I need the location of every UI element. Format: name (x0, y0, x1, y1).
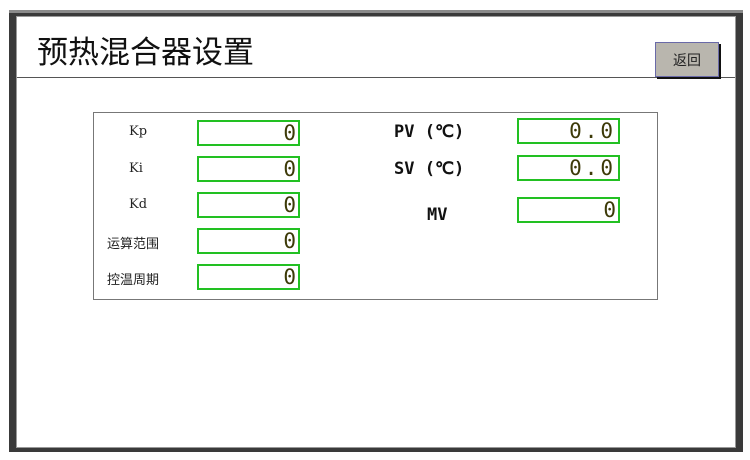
range-input[interactable]: 0 (197, 228, 300, 254)
kd-input[interactable]: 0 (197, 192, 300, 218)
page-title: 预热混合器设置 (37, 35, 254, 71)
title-bar: 预热混合器设置 返回 (17, 17, 735, 78)
pid-settings-panel: Kp 0 Ki 0 Kd 0 运算范围 0 控温周期 0 PV (℃) 0.0 … (93, 112, 658, 300)
screen: 预热混合器设置 返回 Kp 0 Ki 0 Kd 0 运算范围 0 控温周期 0 … (16, 16, 736, 448)
pv-value: 0.0 (517, 118, 620, 144)
sv-input[interactable]: 0.0 (517, 155, 620, 181)
kp-label: Kp (129, 124, 148, 139)
back-button[interactable]: 返回 (655, 42, 719, 77)
period-label: 控温周期 (107, 273, 160, 288)
period-input[interactable]: 0 (197, 264, 300, 290)
mv-label: MV (427, 205, 448, 225)
sv-label: SV (℃) (394, 159, 465, 179)
pv-label: PV (℃) (394, 122, 465, 142)
kd-label: Kd (129, 197, 148, 212)
ki-input[interactable]: 0 (197, 156, 300, 182)
ki-label: Ki (129, 161, 143, 176)
mv-value: 0 (517, 197, 620, 223)
range-label: 运算范围 (107, 237, 160, 252)
kp-input[interactable]: 0 (197, 120, 300, 146)
